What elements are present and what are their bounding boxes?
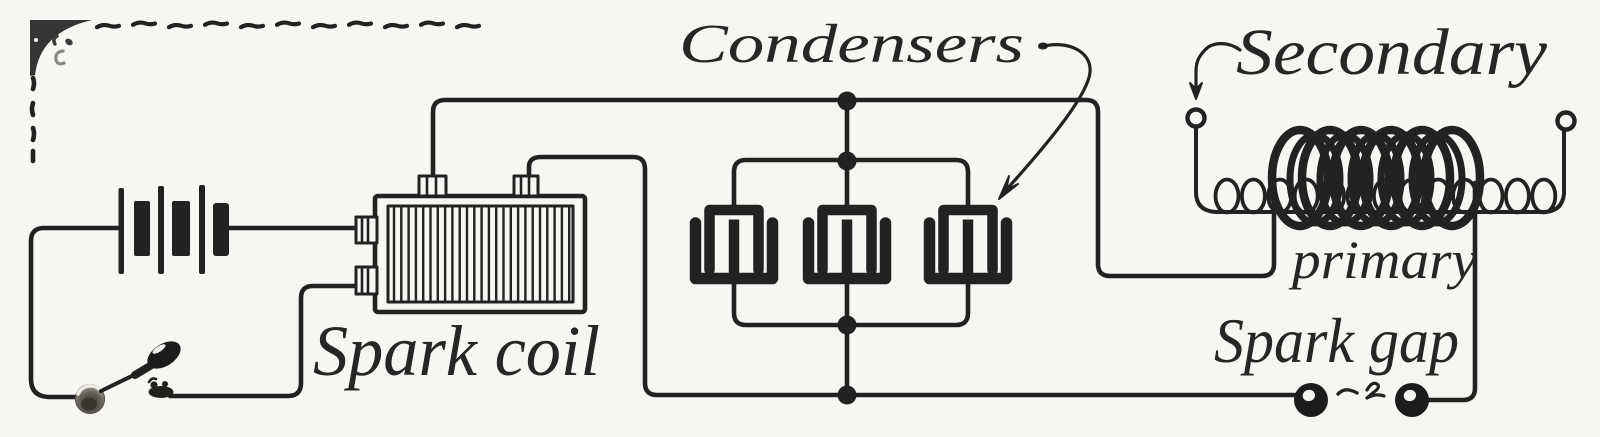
- svg-text:Spark gap: Spark gap: [1214, 306, 1459, 376]
- svg-text:primary: primary: [1288, 230, 1477, 290]
- svg-text:Spark coil: Spark coil: [313, 311, 600, 391]
- svg-text:Secondary: Secondary: [1236, 16, 1548, 89]
- svg-text:Condensers: Condensers: [679, 13, 1024, 74]
